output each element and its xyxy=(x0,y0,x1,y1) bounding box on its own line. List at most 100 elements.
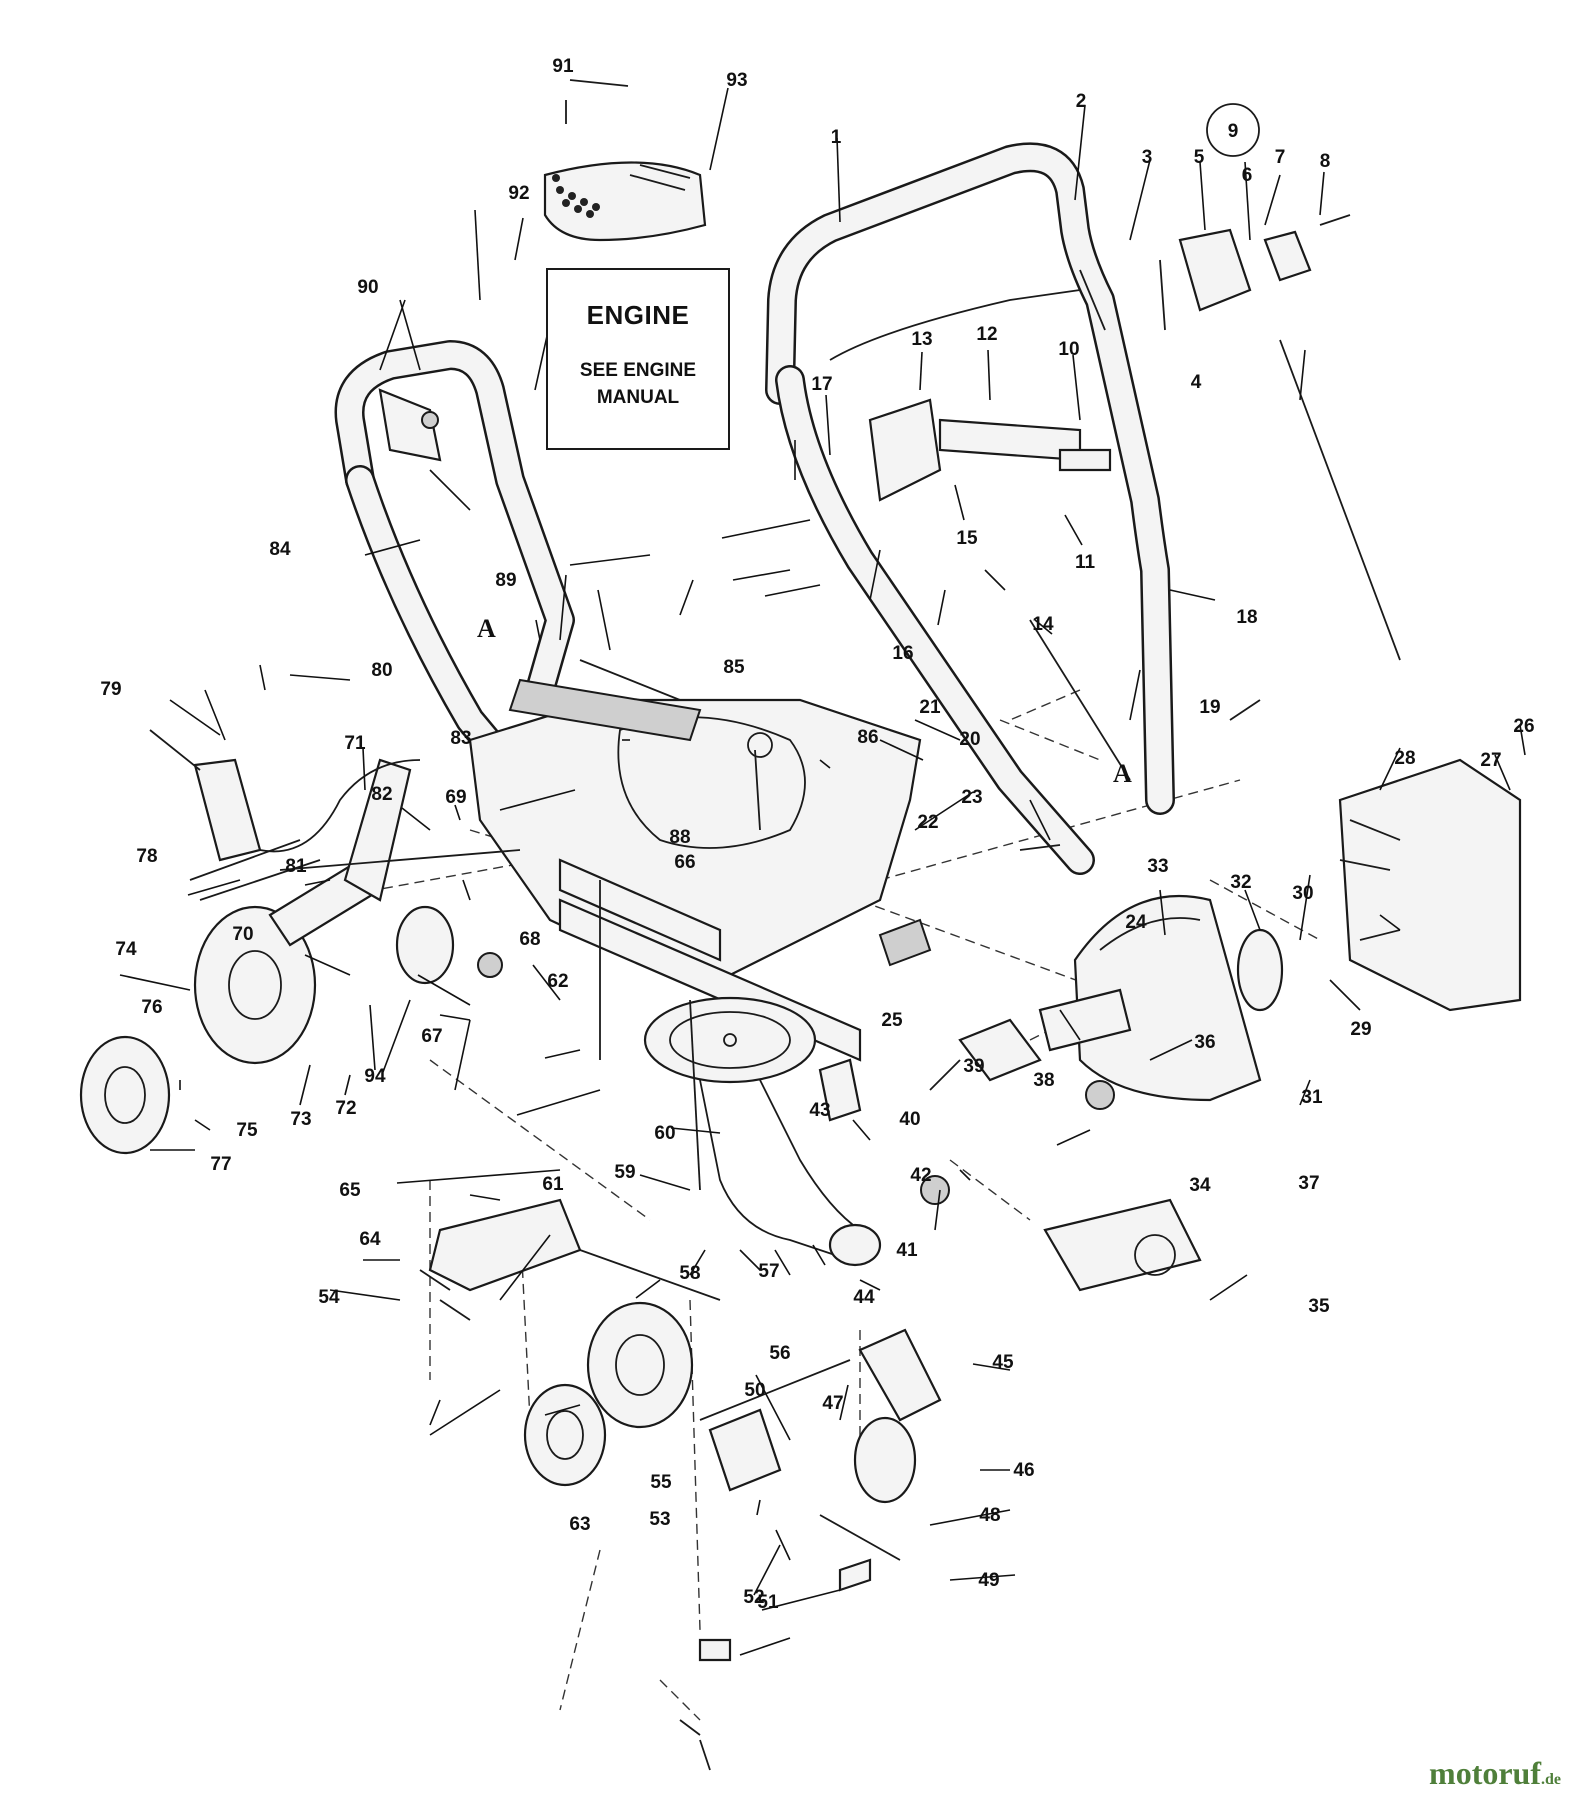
callout: 90 xyxy=(357,277,378,298)
callout: 79 xyxy=(100,679,121,700)
callout: 66 xyxy=(674,852,695,873)
callout: 88 xyxy=(669,827,690,848)
watermark-logo: motoruf.de xyxy=(1429,1755,1561,1792)
callout: 6 xyxy=(1242,165,1253,186)
circled-reference-label: 9 xyxy=(1228,121,1239,142)
callout: 34 xyxy=(1189,1175,1211,1196)
callout: 35 xyxy=(1308,1296,1330,1317)
callout: 57 xyxy=(758,1261,779,1282)
callout: 28 xyxy=(1394,748,1415,769)
callout: 43 xyxy=(809,1100,830,1121)
callout: 40 xyxy=(899,1109,920,1130)
callout: 80 xyxy=(371,660,392,681)
callout: 74 xyxy=(115,939,137,960)
callout: 58 xyxy=(679,1263,700,1284)
callout: 4 xyxy=(1191,372,1202,393)
engine-note-title: ENGINE xyxy=(586,300,690,330)
leader-lines xyxy=(119,87,1526,1656)
callout: 23 xyxy=(961,787,982,808)
callout: 69 xyxy=(445,787,466,808)
callout: 77 xyxy=(210,1154,231,1175)
callout: 94 xyxy=(364,1066,386,1087)
callout: 71 xyxy=(344,733,366,754)
callout: 50 xyxy=(744,1380,765,1401)
callout: 33 xyxy=(1147,856,1168,877)
lower-handle xyxy=(334,340,575,795)
callout: 84 xyxy=(269,539,291,560)
callout: 45 xyxy=(992,1352,1014,1373)
watermark-suffix: .de xyxy=(1541,1771,1561,1788)
callout: 78 xyxy=(136,846,157,867)
watermark-name: motoruf xyxy=(1429,1755,1541,1791)
callout: 61 xyxy=(542,1174,564,1195)
callout: 24 xyxy=(1125,912,1147,933)
engine-note-line2: MANUAL xyxy=(596,387,680,408)
callout: 25 xyxy=(881,1010,903,1031)
brackets-hardware xyxy=(149,214,1401,1771)
callout: 13 xyxy=(911,329,932,350)
callout: 20 xyxy=(959,729,980,750)
callout: 12 xyxy=(976,324,997,345)
callout: 49 xyxy=(978,1570,999,1591)
engine-note-box: ENGINE SEE ENGINE MANUAL xyxy=(546,268,730,450)
callout: 68 xyxy=(519,929,540,950)
callout: 59 xyxy=(614,1162,635,1183)
callout: 63 xyxy=(569,1514,590,1535)
callout: 72 xyxy=(335,1098,356,1119)
section-mark-a-left: A xyxy=(477,614,496,643)
callout: 93 xyxy=(726,70,747,91)
callout: 36 xyxy=(1194,1032,1215,1053)
callout: 70 xyxy=(232,924,253,945)
callout: 52 xyxy=(743,1587,764,1608)
callout: 85 xyxy=(723,657,745,678)
callout: 55 xyxy=(650,1472,672,1493)
circled-reference xyxy=(1206,103,1260,157)
callout: 51 xyxy=(757,1592,779,1613)
rotor-assembly xyxy=(920,758,1522,1292)
callout: 32 xyxy=(1230,872,1251,893)
engine-cover xyxy=(543,79,707,242)
callout: 76 xyxy=(141,997,162,1018)
left-wheel-assembly xyxy=(79,758,521,1155)
callout: 26 xyxy=(1513,716,1534,737)
callout: 27 xyxy=(1480,750,1501,771)
callout: 54 xyxy=(318,1287,340,1308)
callout: 91 xyxy=(552,56,574,77)
callout: 53 xyxy=(649,1509,670,1530)
callout: 64 xyxy=(359,1229,381,1250)
front-wheel-assembly xyxy=(428,1198,942,1561)
callout: 1 xyxy=(831,127,842,148)
callout: 75 xyxy=(236,1120,258,1141)
callout: 18 xyxy=(1236,607,1257,628)
callout: 65 xyxy=(339,1180,361,1201)
callout: 15 xyxy=(956,528,978,549)
callout: 10 xyxy=(1058,339,1079,360)
callout: 29 xyxy=(1350,1019,1371,1040)
callout: 2 xyxy=(1076,91,1087,112)
callout: 62 xyxy=(547,971,568,992)
callout: 82 xyxy=(371,784,392,805)
callout: 21 xyxy=(919,697,941,718)
upper-handle xyxy=(765,142,1175,875)
pulley-belt xyxy=(643,996,882,1267)
engine-note-line1: SEE ENGINE xyxy=(579,360,697,381)
callout: 5 xyxy=(1194,147,1205,168)
callout: 56 xyxy=(769,1343,790,1364)
callout: 60 xyxy=(654,1123,675,1144)
section-mark-a-right: A xyxy=(1113,759,1132,788)
callout: 16 xyxy=(892,643,913,664)
callout: 89 xyxy=(495,570,516,591)
callout: 8 xyxy=(1320,151,1331,172)
callout: 30 xyxy=(1292,883,1313,904)
callout: 83 xyxy=(450,728,471,749)
callout: 41 xyxy=(896,1240,918,1261)
callout: 47 xyxy=(822,1393,843,1414)
callout: 19 xyxy=(1199,697,1220,718)
callout: 48 xyxy=(979,1505,1000,1526)
callout: 46 xyxy=(1013,1460,1034,1481)
callout: 31 xyxy=(1301,1087,1323,1108)
callout: 86 xyxy=(857,727,878,748)
callout: 17 xyxy=(811,374,832,395)
callout: 11 xyxy=(1075,552,1096,573)
